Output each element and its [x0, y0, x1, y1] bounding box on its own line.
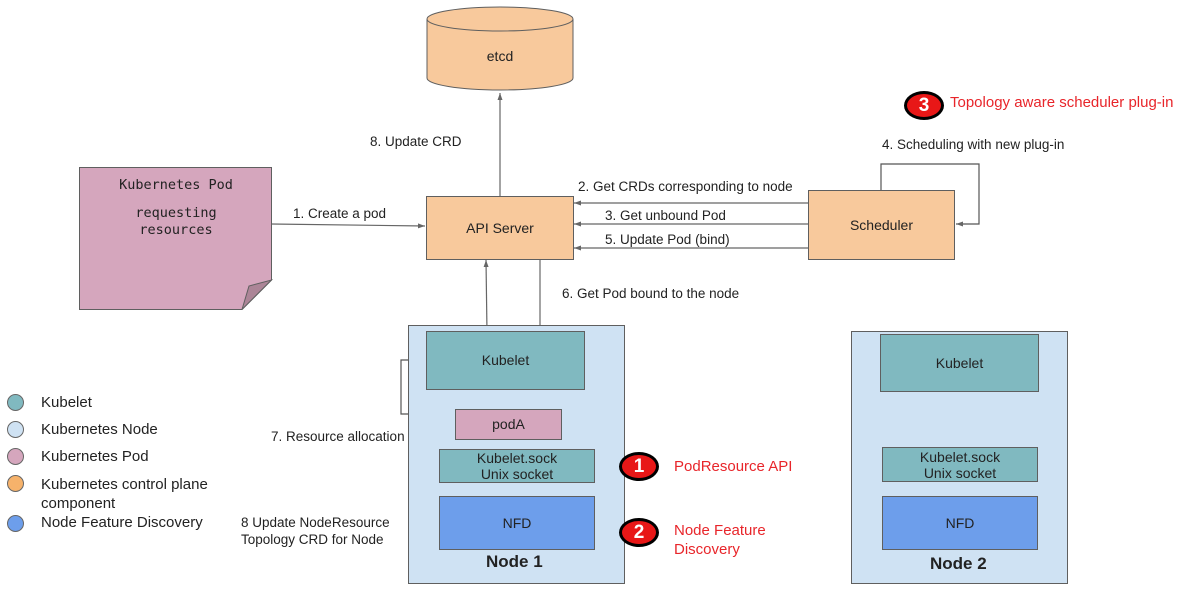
label-update-crd: 8. Update CRD	[370, 134, 462, 149]
pod-note-title: Kubernetes Pod	[119, 177, 233, 193]
callout-label-nfd-2: Discovery	[674, 541, 740, 558]
legend-label-control-plane: Kubernetes control plane component	[41, 475, 208, 513]
node1-sock-line2: Unix socket	[480, 466, 554, 482]
node2-kubelet-sock[interactable]: Kubelet.sock Unix socket	[882, 447, 1038, 482]
api-server-label: API Server	[466, 219, 534, 236]
label-get-bound: 6. Get Pod bound to the node	[562, 286, 740, 301]
edge-create-pod	[270, 223, 426, 229]
legend: Kubelet Kubernetes Node Kubernetes Pod K…	[0, 385, 240, 535]
legend-dot-kubelet	[7, 394, 24, 411]
node1-nfd-label: NFD	[502, 514, 532, 531]
label-scheduling: 4. Scheduling with new plug-in	[882, 137, 1065, 152]
label-get-unbound: 3. Get unbound Pod	[605, 208, 726, 223]
label-update-pod: 5. Update Pod (bind)	[605, 232, 730, 247]
scheduler-label: Scheduler	[849, 216, 914, 233]
label-update-nrt: 8 Update NodeResource Topology CRD for N…	[241, 514, 390, 548]
pod-note-text: Kubernetes Pod requesting resources	[79, 177, 273, 239]
legend-label-control-plane-1: Kubernetes control plane	[41, 476, 208, 493]
node2-kubelet[interactable]: Kubelet	[880, 334, 1039, 392]
legend-label-nfd: Node Feature Discovery	[41, 514, 203, 531]
node2-nfd[interactable]: NFD	[882, 496, 1038, 550]
legend-label-kubelet: Kubelet	[41, 394, 92, 411]
node1-kubelet[interactable]: Kubelet	[426, 331, 585, 390]
node2-nfd-label: NFD	[945, 514, 975, 531]
node2-kubelet-label: Kubelet	[935, 354, 984, 371]
node1-kubelet-label: Kubelet	[481, 352, 530, 368]
node1-sock-line1: Kubelet.sock	[476, 450, 558, 466]
etcd-database[interactable]	[426, 6, 576, 94]
etcd-label: etcd	[486, 48, 514, 64]
callout-badge-3: 3	[904, 91, 944, 120]
node1-kubelet-sock[interactable]: Kubelet.sock Unix socket	[439, 449, 595, 483]
legend-label-control-plane-2: component	[41, 495, 116, 512]
legend-dot-nfd	[7, 515, 24, 532]
legend-label-node: Kubernetes Node	[41, 421, 158, 438]
label-update-nrt-2: Topology CRD for Node	[241, 532, 384, 547]
legend-label-pod: Kubernetes Pod	[41, 448, 149, 465]
pod-note-body-2: resources	[139, 222, 213, 238]
node2-title: Node 2	[930, 554, 987, 573]
node1-podA-label: podA	[492, 416, 525, 432]
label-get-crds: 2. Get CRDs corresponding to node	[578, 179, 793, 194]
label-create-pod: 1. Create a pod	[293, 206, 387, 221]
legend-dot-control-plane	[7, 475, 24, 492]
edge-scheduling-loop	[880, 163, 980, 227]
callout-label-nfd-1: Node Feature	[674, 522, 766, 539]
pod-note[interactable]	[79, 167, 273, 311]
node1-nfd[interactable]: NFD	[439, 496, 595, 550]
edge-kubelet-to-api	[483, 259, 489, 334]
callout-badge-2: 2	[619, 518, 659, 547]
node1-podA[interactable]: podA	[455, 409, 562, 440]
label-update-nrt-1: 8 Update NodeResource	[241, 515, 390, 530]
node2-sock-line2: Unix socket	[923, 464, 997, 481]
node2-sock-line1: Kubelet.sock	[919, 448, 1001, 465]
callout-label-podresource-api: PodResource API	[674, 458, 793, 475]
legend-dot-node	[7, 421, 24, 438]
node1-title: Node 1	[486, 552, 543, 571]
callout-label-nfd: Node Feature Discovery	[674, 521, 766, 559]
api-server-box[interactable]: API Server	[426, 196, 574, 260]
scheduler-box[interactable]: Scheduler	[808, 190, 955, 260]
label-resource-alloc: 7. Resource allocation	[271, 429, 405, 444]
legend-dot-pod	[7, 448, 24, 465]
callout-badge-1: 1	[619, 452, 659, 481]
callout-label-scheduler-plugin: Topology aware scheduler plug-in	[950, 94, 1174, 111]
pod-note-body-1: requesting	[135, 205, 217, 221]
